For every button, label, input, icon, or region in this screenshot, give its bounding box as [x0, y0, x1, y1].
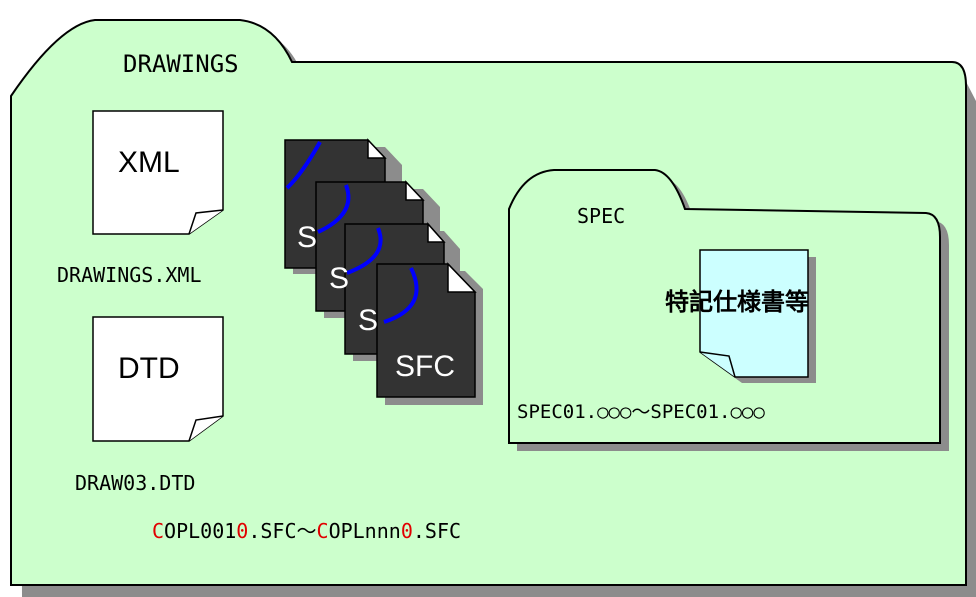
sfc-end-red: 0 — [400, 519, 413, 543]
sfc-end-ext: .SFC — [412, 519, 462, 543]
spec-doc-icon — [699, 249, 809, 378]
xml-file-corner-fold — [188, 209, 224, 235]
sfc-page-1-label: S — [297, 221, 318, 254]
sfc-page-4-label: SFC — [395, 350, 455, 383]
sfc-start-ext: .SFC — [248, 519, 297, 543]
xml-file-name: DRAWINGS.XML — [57, 263, 202, 287]
sfc-page-4 — [376, 262, 483, 405]
spec-doc-corner-fold — [699, 351, 736, 378]
spec-doc-label: 特記仕様書等 — [665, 288, 809, 316]
dtd-file-name: DRAW03.DTD — [75, 471, 196, 495]
spec-file-range: SPEC01.○○○～SPEC01.○○○ — [517, 401, 765, 423]
sfc-start-mid: OPL001 — [164, 519, 237, 543]
sfc-page-2-label: S — [329, 262, 350, 295]
spec-folder-title: SPEC — [577, 204, 626, 228]
sfc-file-range: COPL0010.SFC～COPLnnn0.SFC — [152, 521, 461, 541]
sfc-page-3-label: S — [358, 304, 379, 337]
sfc-end-prefix: C — [316, 519, 329, 543]
main-folder-title: DRAWINGS — [123, 50, 239, 78]
sfc-start-prefix: C — [152, 519, 165, 543]
sfc-end-mid: OPLnnn — [328, 519, 401, 543]
sfc-start-red: 0 — [236, 519, 249, 543]
sfc-range-separator: ～ — [296, 519, 317, 543]
dtd-icon-label: DTD — [118, 352, 180, 385]
dtd-file-corner-fold — [188, 415, 224, 442]
xml-icon-label: XML — [118, 146, 180, 179]
